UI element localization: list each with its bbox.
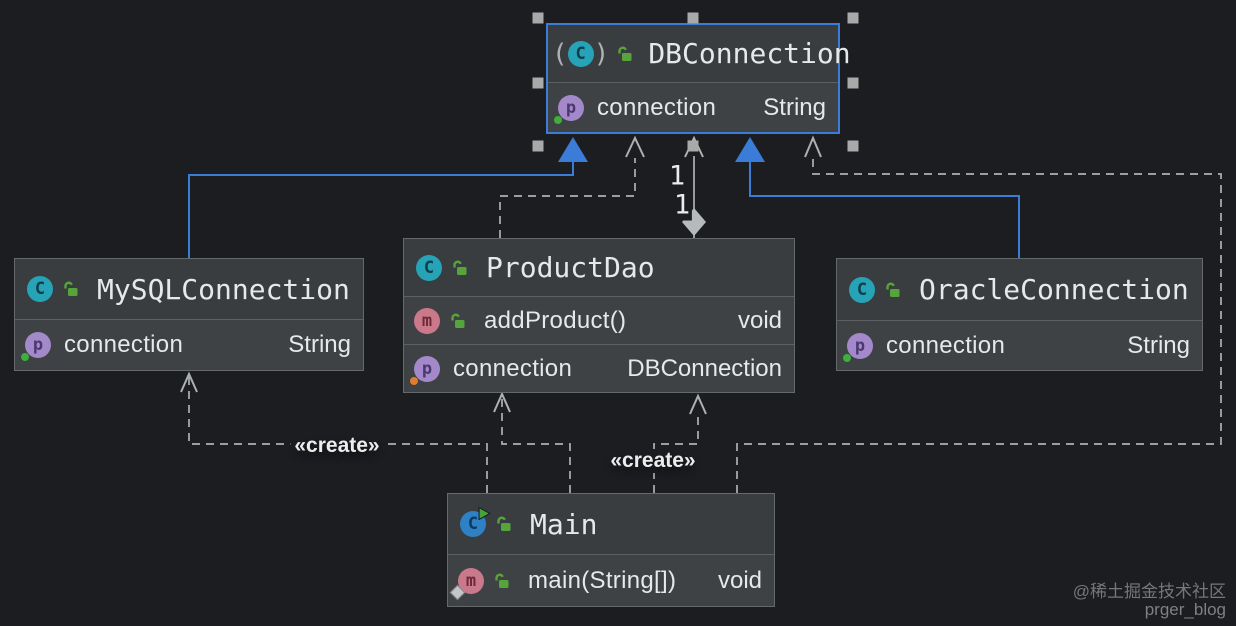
method-icon: m — [449, 567, 484, 600]
watermark-line1: @稀土掘金技术社区 — [1072, 582, 1226, 601]
multiplicity-label: 1 — [666, 160, 688, 192]
class-icon: C — [416, 254, 442, 281]
unlock-icon — [492, 571, 512, 591]
selection-handle[interactable] — [847, 12, 859, 24]
member-row-property[interactable]: p connection String — [837, 320, 1202, 370]
unlock-icon — [61, 279, 81, 299]
class-header[interactable]: C ProductDao — [404, 239, 794, 296]
property-icon: p — [21, 332, 51, 361]
member-name: connection — [886, 331, 1006, 359]
watermark-line2: prger_blog — [1144, 600, 1226, 619]
class-name: OracleConnection — [919, 273, 1189, 306]
edge-dependency-main-dbconnection[interactable] — [736, 135, 1222, 493]
member-type: String — [1127, 331, 1190, 359]
edge-extends-mysqlconnection-dbconnection[interactable] — [188, 137, 588, 258]
unlock-icon — [450, 258, 470, 278]
method-icon: m — [414, 307, 440, 334]
edge-dependency-productdao-dbconnection[interactable] — [499, 135, 645, 238]
selection-handle[interactable] — [847, 77, 859, 89]
class-header[interactable]: C OracleConnection — [837, 259, 1202, 320]
member-type: void — [737, 306, 782, 334]
member-row-property[interactable]: p connection String — [15, 319, 363, 370]
class-box-oracleconnection[interactable]: C OracleConnection p connection String — [836, 258, 1203, 371]
multiplicity-label: 1 — [671, 189, 693, 221]
create-label: «create» — [290, 434, 384, 458]
member-row-property[interactable]: p connection DBConnection — [404, 344, 794, 392]
member-type: DBConnection — [627, 354, 782, 382]
member-type: String — [763, 93, 826, 121]
class-name: ProductDao — [486, 251, 655, 284]
green-dot-icon — [554, 115, 562, 124]
class-header[interactable]: C Main — [448, 494, 774, 554]
member-name: main(String[]) — [528, 566, 677, 594]
member-type: String — [288, 331, 351, 358]
edge-create-main-productdao[interactable] — [653, 393, 707, 493]
unlock-icon — [883, 280, 903, 300]
unlock-icon — [448, 311, 468, 331]
selection-handle[interactable] — [532, 12, 544, 24]
class-box-dbconnection[interactable]: ( C ) DBConnection p connection String — [546, 23, 851, 134]
paren-right: ) — [593, 38, 610, 69]
run-play-icon — [478, 507, 491, 520]
green-dot-icon — [843, 353, 851, 362]
class-name: Main — [530, 507, 598, 541]
edge-dependency-main-productdao[interactable] — [493, 391, 571, 493]
class-header[interactable]: ( C ) DBConnection — [548, 25, 851, 82]
member-row-method[interactable]: m addProduct() void — [404, 296, 794, 344]
selection-handle[interactable] — [532, 77, 544, 89]
orange-dot-icon — [410, 376, 418, 385]
edge-extends-oracleconnection-dbconnection[interactable] — [735, 137, 1020, 258]
class-header[interactable]: C MySQLConnection — [15, 259, 363, 319]
class-icon: C — [27, 276, 53, 302]
member-name: connection — [453, 354, 573, 382]
watermark: @稀土掘金技术社区 prger_blog — [1073, 583, 1226, 618]
member-name: addProduct() — [484, 306, 627, 334]
selection-handle[interactable] — [687, 140, 699, 152]
member-row-property[interactable]: p connection String — [548, 82, 838, 132]
unlock-icon — [615, 44, 635, 64]
paren-left: ( — [552, 38, 568, 69]
create-label: «create» — [606, 449, 700, 473]
class-icon: C — [849, 276, 875, 303]
selection-handle[interactable] — [687, 12, 699, 24]
selection-handle[interactable] — [847, 140, 859, 152]
class-icon: C — [567, 40, 594, 67]
member-name: connection — [597, 93, 717, 121]
class-box-mysqlconnection[interactable]: C MySQLConnection p connection String — [14, 258, 364, 371]
unlock-icon — [494, 514, 514, 534]
runnable-class-icon: C — [460, 507, 491, 537]
property-icon: p — [410, 355, 440, 385]
member-type: void — [717, 566, 762, 594]
property-icon: p — [843, 332, 873, 362]
member-name: connection — [64, 331, 184, 358]
class-box-productdao[interactable]: C ProductDao m addProduct() void p — [403, 238, 795, 393]
class-box-main[interactable]: C Main m main(String[]) void — [447, 493, 775, 607]
property-icon: p — [554, 94, 584, 124]
green-dot-icon — [21, 353, 29, 361]
class-name: DBConnection — [648, 37, 851, 70]
class-name: MySQLConnection — [97, 272, 350, 306]
selection-handle[interactable] — [532, 140, 544, 152]
member-row-method[interactable]: m main(String[]) void — [448, 554, 774, 606]
